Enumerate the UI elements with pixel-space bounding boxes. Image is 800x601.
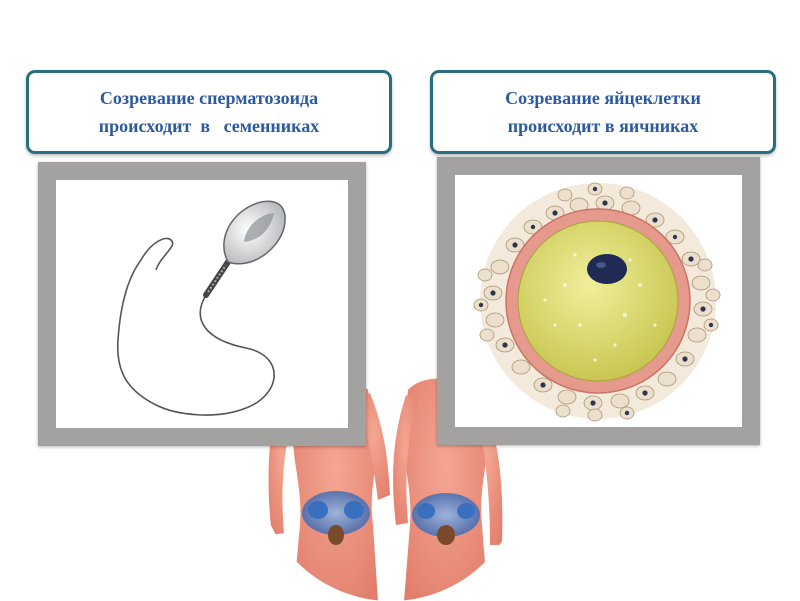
- egg-image-frame: [437, 157, 760, 445]
- follicle-cells: [473, 182, 721, 422]
- nucleus: [587, 254, 627, 284]
- sperm-image-frame: [38, 162, 366, 446]
- cytoplasm: [517, 220, 679, 382]
- egg-cell-drawing: [473, 182, 721, 422]
- female-figure: [393, 378, 503, 601]
- sperm-image: [56, 180, 348, 428]
- egg-image: [455, 175, 742, 427]
- caption-sperm-maturation: Созревание сперматозоида происходит в се…: [26, 70, 392, 154]
- sperm-cell-drawing: [116, 200, 286, 416]
- caption-egg-maturation: Созревание яйцеклетки происходит в яични…: [430, 70, 776, 154]
